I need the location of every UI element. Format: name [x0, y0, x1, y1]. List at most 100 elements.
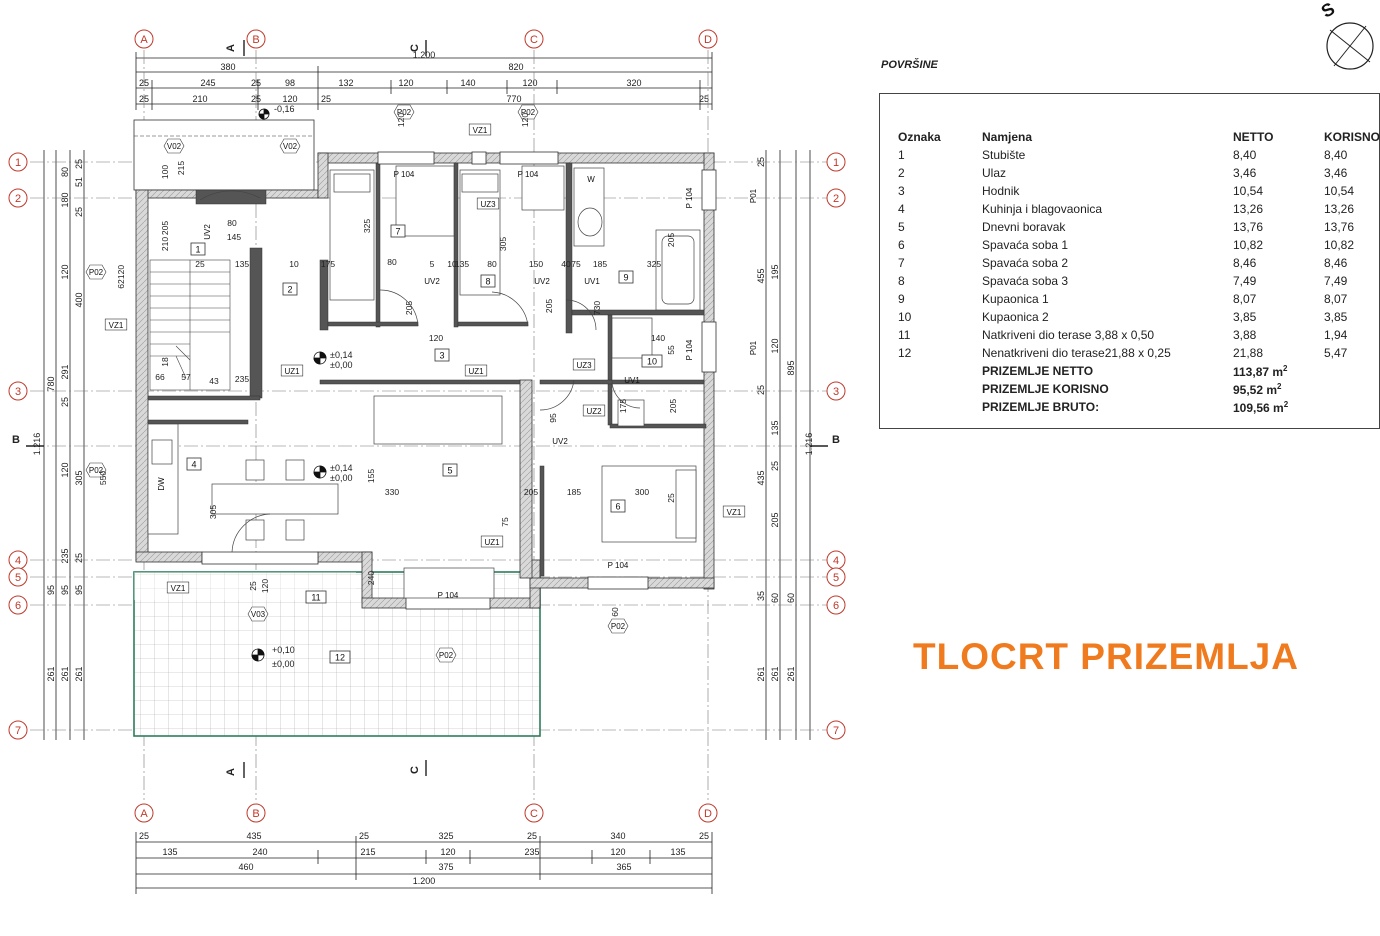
dim-text: 261 — [770, 666, 780, 681]
inner-dim: 140 — [651, 333, 665, 343]
axis-bubble — [826, 188, 846, 208]
axis-number: 4 — [833, 555, 839, 567]
row-korisno: 8,40 — [1324, 148, 1348, 162]
row-netto: 10,54 — [1233, 184, 1264, 198]
tag-p02: P02 — [611, 622, 626, 631]
total-label: PRIZEMLJE NETTO — [982, 364, 1094, 378]
doors — [199, 190, 641, 553]
side-dimension-lines — [43, 150, 811, 740]
dim-text: 25 — [359, 831, 369, 841]
total-value: 113,87 m2 — [1233, 364, 1288, 379]
dim-text: 305 — [74, 470, 84, 485]
dim-text: 120 — [522, 78, 537, 88]
axis-bubble — [698, 803, 718, 823]
inner-dim: 205 — [160, 221, 170, 235]
dim-text: 435 — [246, 831, 261, 841]
tag-v02: V02 — [167, 142, 182, 151]
tag-v02-hex — [279, 138, 301, 154]
dim-text: 215 — [360, 847, 375, 857]
dim-text: 35 — [756, 591, 766, 601]
inner-dim: 120 — [260, 579, 270, 593]
dim-text: 261 — [60, 666, 70, 681]
row-namjena: Spavaća soba 3 — [982, 274, 1069, 288]
axis-letter: A — [140, 808, 148, 820]
inner-dim: 135 — [235, 259, 249, 269]
row-netto: 8,07 — [1233, 292, 1257, 306]
dim-text: 60 — [786, 593, 796, 603]
dim-text: 235 — [524, 847, 539, 857]
dim-text: 245 — [200, 78, 215, 88]
dim-text: 51 — [74, 177, 84, 187]
room-number: 6 — [615, 502, 620, 512]
tag-vz1: VZ1 — [473, 126, 488, 135]
tag-uv1: UV1 — [624, 376, 640, 385]
axis-bubble — [698, 29, 718, 49]
row-netto: 3,88 — [1233, 328, 1257, 342]
row-oznaka: 4 — [898, 202, 905, 216]
inner-dim: 60 — [610, 607, 620, 617]
dim-text: 25 — [770, 461, 780, 471]
dim-text: 25 — [139, 831, 149, 841]
tag-p02-hex — [435, 647, 457, 663]
tag-uv2: UV2 — [552, 437, 568, 446]
dim-text: 455 — [756, 268, 766, 283]
dim-text: 98 — [285, 78, 295, 88]
dim-text: 120 — [610, 847, 625, 857]
dim-text: 895 — [786, 360, 796, 375]
row-oznaka: 5 — [898, 220, 905, 234]
inner-dim: 120 — [116, 265, 126, 279]
axis-bubble — [524, 803, 544, 823]
row-korisno: 7,49 — [1324, 274, 1348, 288]
top-dimensions — [135, 52, 713, 110]
axis-number: 1 — [833, 157, 839, 169]
row-korisno: 3,85 — [1324, 310, 1348, 324]
inner-dim: 18 — [160, 357, 170, 367]
row-oznaka: 6 — [898, 238, 905, 252]
svg-text:A: A — [225, 768, 237, 776]
axis-bubble — [826, 595, 846, 615]
row-netto: 21,88 — [1233, 346, 1264, 360]
row-korisno: 1,94 — [1324, 328, 1348, 342]
inner-dim: 25 — [248, 581, 258, 591]
inner-dim: 10 — [447, 259, 457, 269]
dim-text: 375 — [438, 862, 453, 872]
axis-number: 7 — [15, 725, 21, 737]
room-number: 1 — [195, 245, 200, 255]
tag-vz1-box — [468, 123, 492, 136]
dim-text: 380 — [220, 62, 235, 72]
axis-bubble — [8, 188, 28, 208]
inner-dim: 150 — [529, 259, 543, 269]
dim-text: 120 — [60, 264, 70, 279]
inner-dim: 80 — [227, 218, 237, 228]
inner-dim: 43 — [209, 376, 219, 386]
dim-text: 25 — [527, 831, 537, 841]
row-korisno: 5,47 — [1324, 346, 1348, 360]
inner-dim: 185 — [567, 487, 581, 497]
tag-p01: P01 — [749, 188, 758, 203]
room-number: 7 — [395, 227, 400, 237]
room-number: 11 — [311, 593, 320, 603]
room-number: 9 — [623, 273, 628, 283]
tag-p02: P02 — [89, 466, 104, 475]
axis-letter: D — [704, 34, 712, 46]
tag-vz1-box — [166, 581, 190, 594]
row-namjena: Dnevni boravak — [982, 220, 1066, 234]
room-number: 12 — [335, 653, 345, 663]
inner-dim: 730 — [592, 301, 602, 315]
row-korisno: 3,46 — [1324, 166, 1348, 180]
tag-uv2: UV2 — [534, 277, 550, 286]
inner-dim: 205 — [544, 299, 554, 313]
row-netto: 7,49 — [1233, 274, 1257, 288]
bottom-total-dim: 1.200 — [413, 876, 436, 886]
inner-dim: 75 — [500, 517, 510, 527]
axis-bubble — [8, 152, 28, 172]
inner-dim: 325 — [362, 219, 372, 233]
room-number-box — [186, 457, 202, 471]
bottom-dimensions — [135, 832, 713, 894]
axis-number: 6 — [833, 600, 839, 612]
axis-bubble — [246, 29, 266, 49]
room-number-box — [610, 499, 626, 513]
axis-letter: A — [140, 34, 148, 46]
inner-dim: 135 — [455, 259, 469, 269]
